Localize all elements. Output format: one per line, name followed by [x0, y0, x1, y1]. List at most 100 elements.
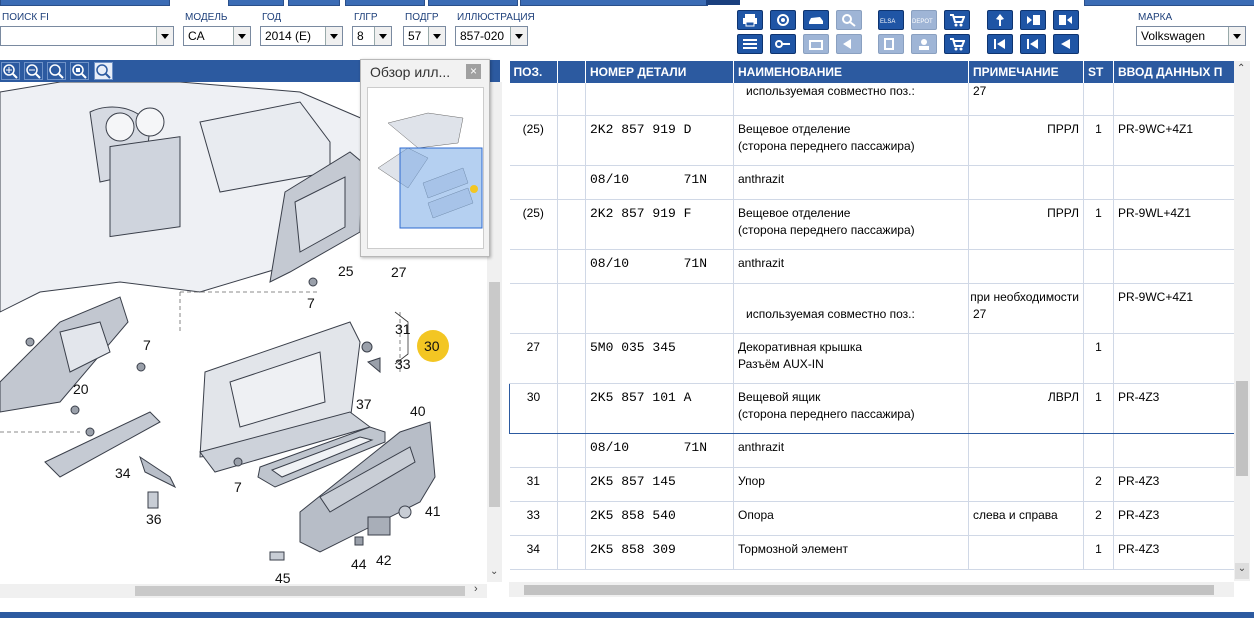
chevron-up-icon[interactable]: ⌃	[1237, 63, 1246, 74]
callout-label[interactable]: 34	[115, 465, 131, 481]
scroll-thumb[interactable]	[524, 585, 1214, 595]
overview-thumbnail[interactable]	[367, 87, 484, 249]
callout-label[interactable]: 45	[275, 570, 291, 584]
viewport-rectangle[interactable]	[399, 147, 483, 229]
chevron-down-icon[interactable]	[1228, 27, 1245, 45]
depot-button[interactable]: DEPOT	[911, 10, 937, 30]
key-icon[interactable]	[770, 34, 796, 54]
illustration-horizontal-scrollbar[interactable]: ›	[0, 583, 487, 598]
cart-icon[interactable]	[944, 10, 970, 30]
chevron-right-icon[interactable]: ›	[474, 583, 478, 595]
search-icon[interactable]	[94, 62, 113, 80]
copy-icon[interactable]	[878, 34, 904, 54]
table-horizontal-scrollbar[interactable]	[509, 582, 1234, 597]
col-header-pos[interactable]: ПОЗ.	[509, 61, 558, 83]
chevron-down-icon[interactable]: ⌄	[1235, 563, 1249, 579]
search-field[interactable]	[0, 26, 174, 46]
table-vertical-scrollbar[interactable]: ⌃ ⌄	[1234, 61, 1250, 581]
arrow-part-icon[interactable]	[836, 34, 862, 54]
col-header-st[interactable]: ST	[1083, 61, 1114, 83]
scroll-thumb[interactable]	[135, 586, 465, 596]
col-header-part-number[interactable]: НОМЕР ДЕТАЛИ	[585, 61, 734, 83]
zoom-in-icon[interactable]	[1, 62, 20, 80]
settings-icon[interactable]	[770, 10, 796, 30]
chevron-down-icon[interactable]: ⌄	[490, 566, 499, 577]
cart-add-icon[interactable]	[944, 34, 970, 54]
print-icon[interactable]	[737, 10, 763, 30]
col-header-name[interactable]: НАИМЕНОВАНИЕ	[733, 61, 969, 83]
back-icon[interactable]	[1020, 34, 1046, 54]
callout-label[interactable]: 33	[395, 356, 411, 372]
callout-label[interactable]: 37	[356, 396, 372, 412]
tab-fragment[interactable]	[0, 0, 170, 6]
car-icon[interactable]	[803, 10, 829, 30]
tab-fragment[interactable]	[288, 0, 340, 6]
group-select[interactable]: 8	[352, 26, 392, 46]
callout-label[interactable]: 7	[307, 295, 315, 311]
pin-icon[interactable]	[987, 10, 1013, 30]
zoom-fit-icon[interactable]	[70, 62, 89, 80]
model-select[interactable]: CA	[183, 26, 251, 46]
col-header-note[interactable]: ПРИМЕЧАНИЕ	[968, 61, 1084, 83]
chevron-down-icon[interactable]	[325, 27, 342, 45]
col-header-input[interactable]: ВВОД ДАННЫХ П	[1113, 61, 1234, 83]
callout-label[interactable]: 20	[73, 381, 89, 397]
year-select[interactable]: 2014 (E)	[260, 26, 343, 46]
subgroup-select[interactable]: 57	[403, 26, 446, 46]
callout-highlight[interactable]	[417, 330, 449, 362]
callout-label[interactable]: 41	[425, 503, 441, 519]
close-icon[interactable]: ×	[466, 64, 481, 79]
first-icon[interactable]	[987, 34, 1013, 54]
col-header-flag[interactable]	[557, 61, 586, 83]
callout-label[interactable]: 40	[410, 403, 426, 419]
user-icon[interactable]	[911, 34, 937, 54]
chevron-down-icon[interactable]	[374, 27, 391, 45]
tab-fragment[interactable]	[345, 0, 425, 6]
callout-label[interactable]: 7	[143, 337, 151, 353]
cell-note: 27	[968, 83, 1084, 116]
chevron-down-icon[interactable]	[233, 27, 250, 45]
tab-fragment[interactable]	[428, 0, 518, 6]
tab-fragment[interactable]	[228, 0, 284, 6]
illustration-vertical-scrollbar[interactable]: ⌄	[487, 82, 502, 582]
callout-label[interactable]: 7	[234, 479, 242, 495]
callout-label[interactable]: 44	[351, 556, 367, 572]
engine-icon[interactable]	[803, 34, 829, 54]
next-page-icon[interactable]	[1053, 10, 1079, 30]
callout-label[interactable]: 25	[338, 263, 354, 279]
scroll-thumb[interactable]	[489, 282, 500, 507]
callout-label[interactable]: 42	[376, 552, 392, 568]
chevron-down-icon[interactable]	[428, 27, 445, 45]
prev-page-icon[interactable]	[1020, 10, 1046, 30]
chevron-down-icon[interactable]	[510, 27, 527, 45]
zoom-area-icon[interactable]	[47, 62, 66, 80]
tab-fragment[interactable]	[520, 0, 708, 6]
tab-fragment[interactable]	[1084, 0, 1254, 6]
previous-icon[interactable]	[1053, 34, 1079, 54]
callout-label[interactable]: 30	[424, 338, 440, 354]
chevron-down-icon[interactable]	[156, 27, 173, 45]
scroll-thumb[interactable]	[1236, 381, 1248, 476]
car-search-icon[interactable]	[836, 10, 862, 30]
tab-fragment-active[interactable]	[706, 0, 740, 5]
table-row[interactable]: используемая совместно поз.:27	[509, 83, 1234, 116]
callout-label[interactable]: 36	[146, 511, 162, 527]
list-icon[interactable]	[737, 34, 763, 54]
illustration-select[interactable]: 857-020	[455, 26, 528, 46]
elsa-button[interactable]: ELSA	[878, 10, 904, 30]
brand-select[interactable]: Volkswagen	[1136, 26, 1246, 46]
callout-label[interactable]: 27	[391, 264, 407, 280]
zoom-out-icon[interactable]	[24, 62, 43, 80]
callout-label[interactable]: 31	[395, 321, 411, 337]
